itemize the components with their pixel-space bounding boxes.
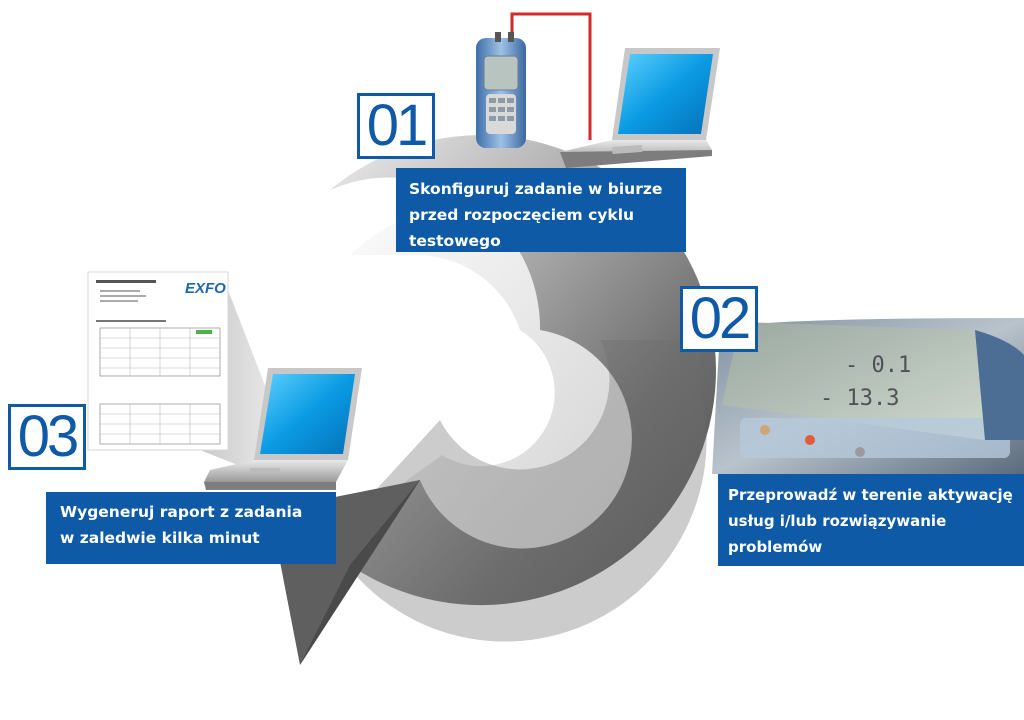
step-02-line-3: problemów xyxy=(728,538,823,556)
device-screen-photo: - 0.1 - 13.3 xyxy=(712,318,1024,474)
laptop-icon xyxy=(204,368,362,490)
step-03-line-2: w zaledwie kilka minut xyxy=(60,529,260,547)
step-number-03: 03 xyxy=(8,404,86,470)
step-02-line-2: usług i/lub rozwiązywanie xyxy=(728,512,947,530)
step-01-line-2: przed rozpoczęciem cyklu xyxy=(409,206,635,224)
step-01-line-3: testowego xyxy=(409,232,501,250)
report-brand-logo: EXFO xyxy=(185,280,226,297)
step-panel-03: Wygeneruj raport z zadania w zaledwie ki… xyxy=(46,492,336,564)
svg-text:- 13.3: - 13.3 xyxy=(820,386,899,411)
laptop-icon xyxy=(560,48,720,168)
svg-text:- 0.1: - 0.1 xyxy=(845,353,911,378)
step-number-02: 02 xyxy=(680,286,758,352)
report-document-icon xyxy=(87,271,229,451)
cycle-arrow-icon xyxy=(270,135,716,665)
step-03-line-1: Wygeneruj raport z zadania xyxy=(60,503,303,521)
step-01-line-1: Skonfiguruj zadanie w biurze xyxy=(409,180,663,198)
power-meter-icon xyxy=(476,32,526,148)
step-panel-01: Skonfiguruj zadanie w biurze przed rozpo… xyxy=(396,168,686,252)
step-02-line-1: Przeprowadź w terenie aktywację xyxy=(728,486,1013,504)
step-number-01: 01 xyxy=(357,93,435,159)
step-panel-02: Przeprowadź w terenie aktywację usług i/… xyxy=(718,474,1024,566)
